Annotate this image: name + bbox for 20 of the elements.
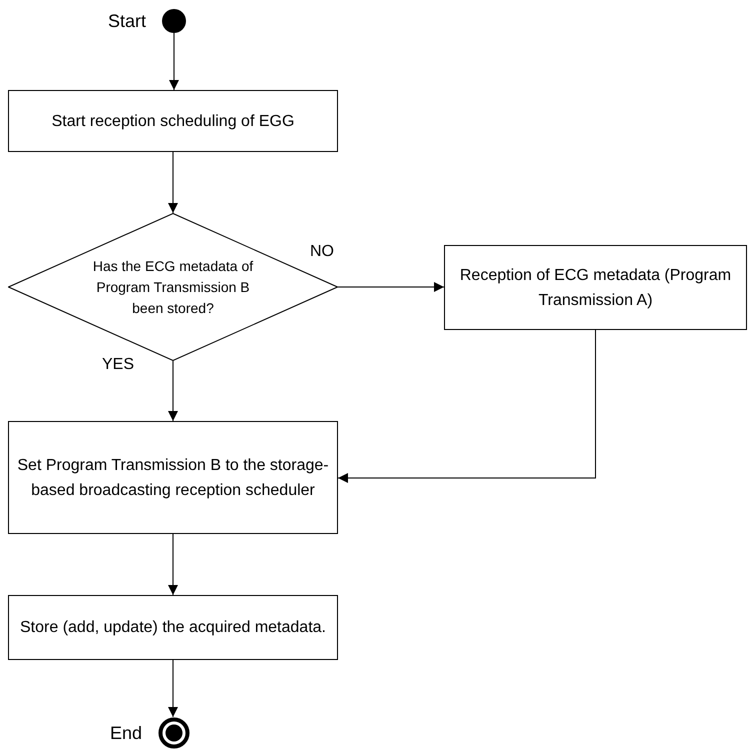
node-text: Start reception scheduling of EGG	[52, 112, 294, 132]
end-node	[158, 717, 190, 749]
terminal-label: End	[110, 722, 142, 744]
arrow	[168, 534, 178, 596]
process-box	[444, 245, 747, 330]
arrow	[338, 330, 596, 483]
node-text: Has the ECG metadata of Program Transmission B been stored?	[92, 256, 254, 318]
node-text: Store (add, update) the acquired metadata.	[20, 618, 326, 638]
arrow	[168, 360, 178, 422]
node-text: Set Program Transmission B to the storage-based broadcasting reception scheduler	[17, 456, 329, 500]
process-box	[8, 421, 338, 534]
arrow	[169, 32, 179, 90]
node-text: Reception of ECG metadata (Program Transmission A)	[458, 266, 732, 310]
arrow	[338, 282, 444, 292]
arrow	[168, 660, 178, 718]
arrow	[168, 152, 178, 214]
process-box	[8, 595, 338, 660]
process-box	[8, 90, 338, 152]
start-node	[162, 9, 186, 33]
terminal-label: Start	[108, 10, 146, 32]
